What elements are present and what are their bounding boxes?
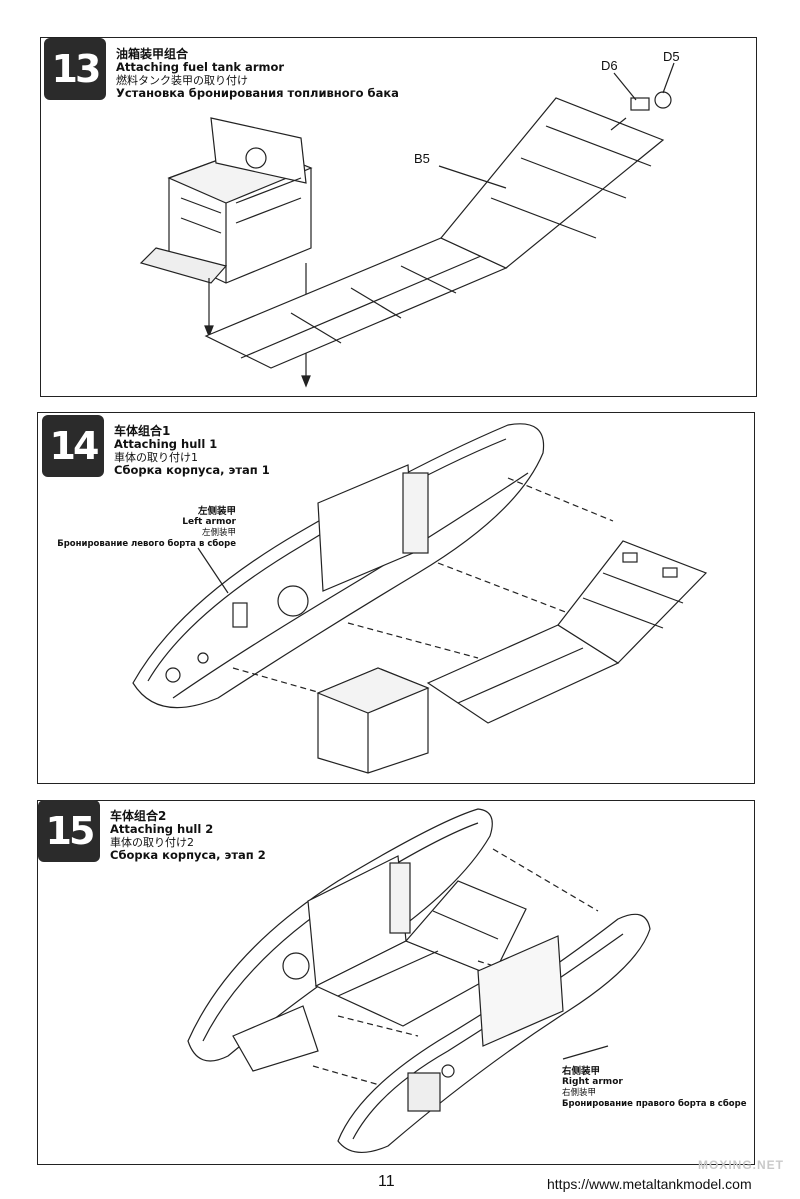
step-14-panel <box>37 412 755 784</box>
step-14-heading: 车体组合1 Attaching hull 1 車体の取り付け1 Сборка к… <box>114 425 270 477</box>
step-13-panel: B5 D6 D5 <box>40 37 757 397</box>
step-15-title-ru: Сборка корпуса, этап 2 <box>110 848 266 862</box>
step-13-title-zh: 油箱装甲组合 <box>116 47 189 61</box>
left-armor-label-ru: Бронирование левого борта в сборе <box>57 539 236 549</box>
step-15-panel <box>37 800 755 1165</box>
right-armor-label-en: Right armor <box>562 1077 623 1087</box>
step-15-title-ja: 車体の取り付け2 <box>110 836 194 849</box>
step-14-title-zh: 车体组合1 <box>114 424 171 438</box>
right-armor-label-ru: Бронирование правого борта в сборе <box>562 1099 747 1109</box>
step-14-title-ja: 車体の取り付け1 <box>114 451 198 464</box>
step-15-title-en: Attaching hull 2 <box>110 822 214 836</box>
part-label-d5: D5 <box>663 49 680 64</box>
step-15-drawing <box>187 808 651 1153</box>
right-armor-label-ja: 右側装甲 <box>562 1088 597 1098</box>
step-14-drawing <box>132 423 708 774</box>
step-14-left-armor-callout: 左侧装甲 Left armor 左側装甲 Бронирование левого… <box>40 506 236 550</box>
step-14-title-en: Attaching hull 1 <box>114 437 218 451</box>
left-armor-label-ja: 左側装甲 <box>201 528 236 538</box>
right-armor-label-zh: 右侧装甲 <box>562 1066 601 1077</box>
step-15-number-badge: 15 <box>38 800 100 862</box>
page-number: 11 <box>378 1173 395 1190</box>
website-url[interactable]: https://www.metaltankmodel.com <box>547 1176 752 1192</box>
step-13-title-en: Attaching fuel tank armor <box>116 60 285 74</box>
step-13-title-ja: 燃料タンク装甲の取り付け <box>116 74 248 87</box>
step-13-heading: 油箱装甲组合 Attaching fuel tank armor 燃料タンク装甲… <box>116 48 399 100</box>
step-13-title-ru: Установка бронирования топливного бака <box>116 86 399 100</box>
step-13-drawing <box>139 62 675 388</box>
left-armor-label-zh: 左侧装甲 <box>197 506 236 517</box>
step-14-title-ru: Сборка корпуса, этап 1 <box>114 463 270 477</box>
watermark: MOXING.NET <box>698 1158 785 1172</box>
part-label-b5: B5 <box>414 151 430 166</box>
step-15-title-zh: 车体组合2 <box>110 809 167 823</box>
step-13-number-badge: 13 <box>44 38 106 100</box>
part-label-d6: D6 <box>601 58 618 73</box>
step-14-number-badge: 14 <box>42 415 104 477</box>
step-15-heading: 车体组合2 Attaching hull 2 車体の取り付け2 Сборка к… <box>110 810 266 862</box>
left-armor-label-en: Left armor <box>182 517 236 527</box>
step-15-right-armor-callout: 右侧装甲 Right armor 右側装甲 Бронирование право… <box>562 1066 752 1110</box>
